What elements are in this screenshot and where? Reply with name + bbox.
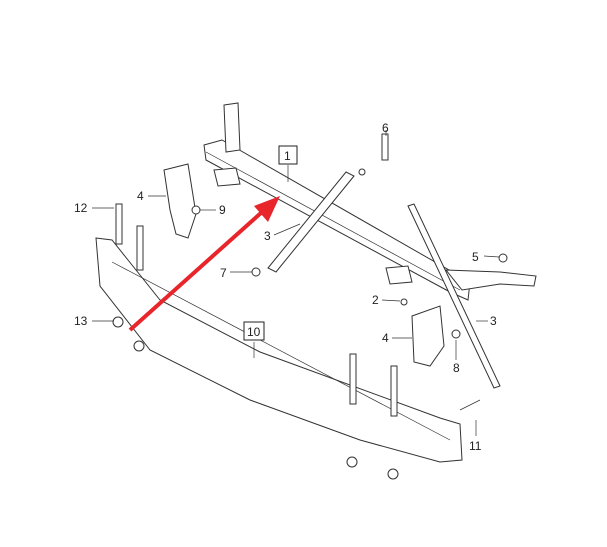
callout-5: 5 xyxy=(472,250,479,264)
leader-lines xyxy=(92,130,500,436)
callout-9: 9 xyxy=(219,203,226,217)
bracket xyxy=(163,163,445,367)
callout-6: 6 xyxy=(382,121,389,135)
callout-3: 3 xyxy=(490,314,497,328)
bolts xyxy=(112,133,508,480)
callout-3: 3 xyxy=(264,229,271,243)
callout-10: 10 xyxy=(247,325,261,339)
callout-labels: 1 2 3 3 4 4 5 6 7 8 9 10 11 12 13 xyxy=(74,121,497,453)
callout-4: 4 xyxy=(382,331,389,345)
callout-7: 7 xyxy=(220,266,227,280)
callout-4: 4 xyxy=(137,189,144,203)
callout-13: 13 xyxy=(74,314,88,328)
callout-12: 12 xyxy=(74,201,88,215)
callout-box-1 xyxy=(278,145,298,165)
callout-2: 2 xyxy=(372,293,379,307)
callout-8: 8 xyxy=(453,361,460,375)
callout-box-10 xyxy=(243,321,265,341)
upper-cross-member xyxy=(203,102,537,301)
red-arrow xyxy=(128,196,280,332)
support-rod xyxy=(267,171,501,389)
callout-11: 11 xyxy=(469,439,482,453)
callout-1: 1 xyxy=(284,149,291,163)
